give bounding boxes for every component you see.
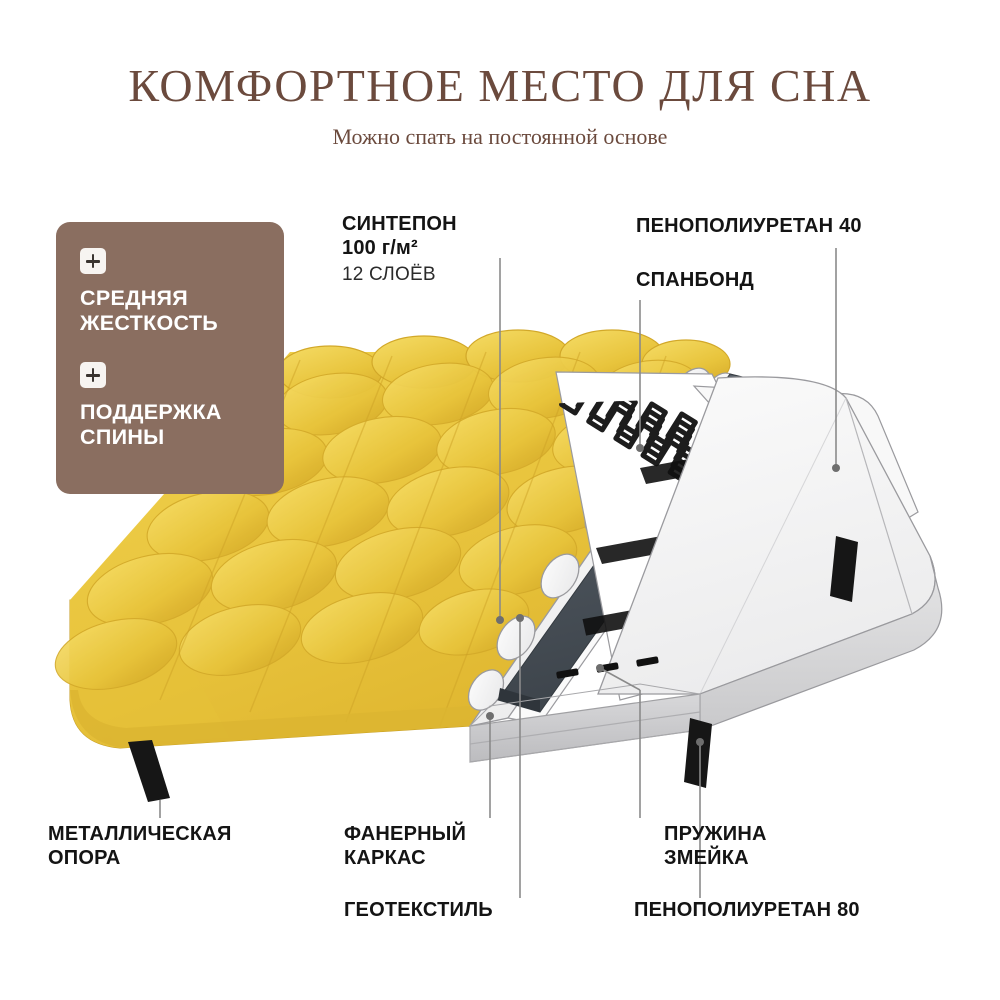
callout-snake-spring-title: ПРУЖИНА ЗМЕЙКА: [664, 823, 767, 869]
callout-plywood-frame-title: ФАНЕРНЫЙ КАРКАС: [344, 823, 467, 869]
metal-leg-left: [128, 740, 170, 802]
feature-label-hardness: СРЕДНЯЯ ЖЕСТКОСТЬ: [80, 286, 219, 336]
callout-metal-support: МЕТАЛЛИЧЕСКАЯ ОПОРА: [48, 822, 232, 870]
plus-icon: [80, 248, 106, 274]
callout-snake-spring: ПРУЖИНА ЗМЕЙКА: [664, 822, 767, 870]
metal-leg-right-back: [830, 536, 858, 602]
callout-sintepon-sub: 12 СЛОЁВ: [342, 264, 436, 285]
plus-icon: [80, 362, 106, 389]
callout-geotextile-title: ГЕОТЕКСТИЛЬ: [344, 899, 493, 921]
callout-ppu40-title: ПЕНОПОЛИУРЕТАН 40: [636, 215, 862, 237]
callout-ppu40: ПЕНОПОЛИУРЕТАН 40: [636, 214, 862, 238]
callout-sintepon-title: СИНТЕПОН 100 г/м²: [342, 213, 457, 259]
callout-plywood-frame: ФАНЕРНЫЙ КАРКАС: [344, 822, 466, 870]
callout-geotextile: ГЕОТЕКСТИЛЬ: [344, 898, 493, 922]
page-subtitle: Можно спать на постоянной основе: [332, 124, 668, 150]
header: КОМФОРТНОЕ МЕСТО ДЛЯ СНА Можно спать на …: [0, 0, 1000, 150]
callout-sintepon: СИНТЕПОН 100 г/м² 12 СЛОЁВ: [342, 212, 457, 287]
feature-badge: СРЕДНЯЯ ЖЕСТКОСТЬ ПОДДЕРЖКА СПИНЫ: [56, 222, 284, 494]
metal-leg-right-front: [684, 718, 712, 788]
feature-label-back-support: ПОДДЕРЖКА СПИНЫ: [80, 400, 222, 450]
callout-ppu80: ПЕНОПОЛИУРЕТАН 80: [634, 898, 860, 922]
callout-ppu80-title: ПЕНОПОЛИУРЕТАН 80: [634, 899, 860, 921]
callout-metal-support-title: МЕТАЛЛИЧЕСКАЯ ОПОРА: [48, 823, 232, 869]
callout-spanbond-title: СПАНБОНД: [636, 269, 754, 291]
page-title: КОМФОРТНОЕ МЕСТО ДЛЯ СНА: [128, 60, 872, 111]
callout-spanbond: СПАНБОНД: [636, 268, 754, 292]
